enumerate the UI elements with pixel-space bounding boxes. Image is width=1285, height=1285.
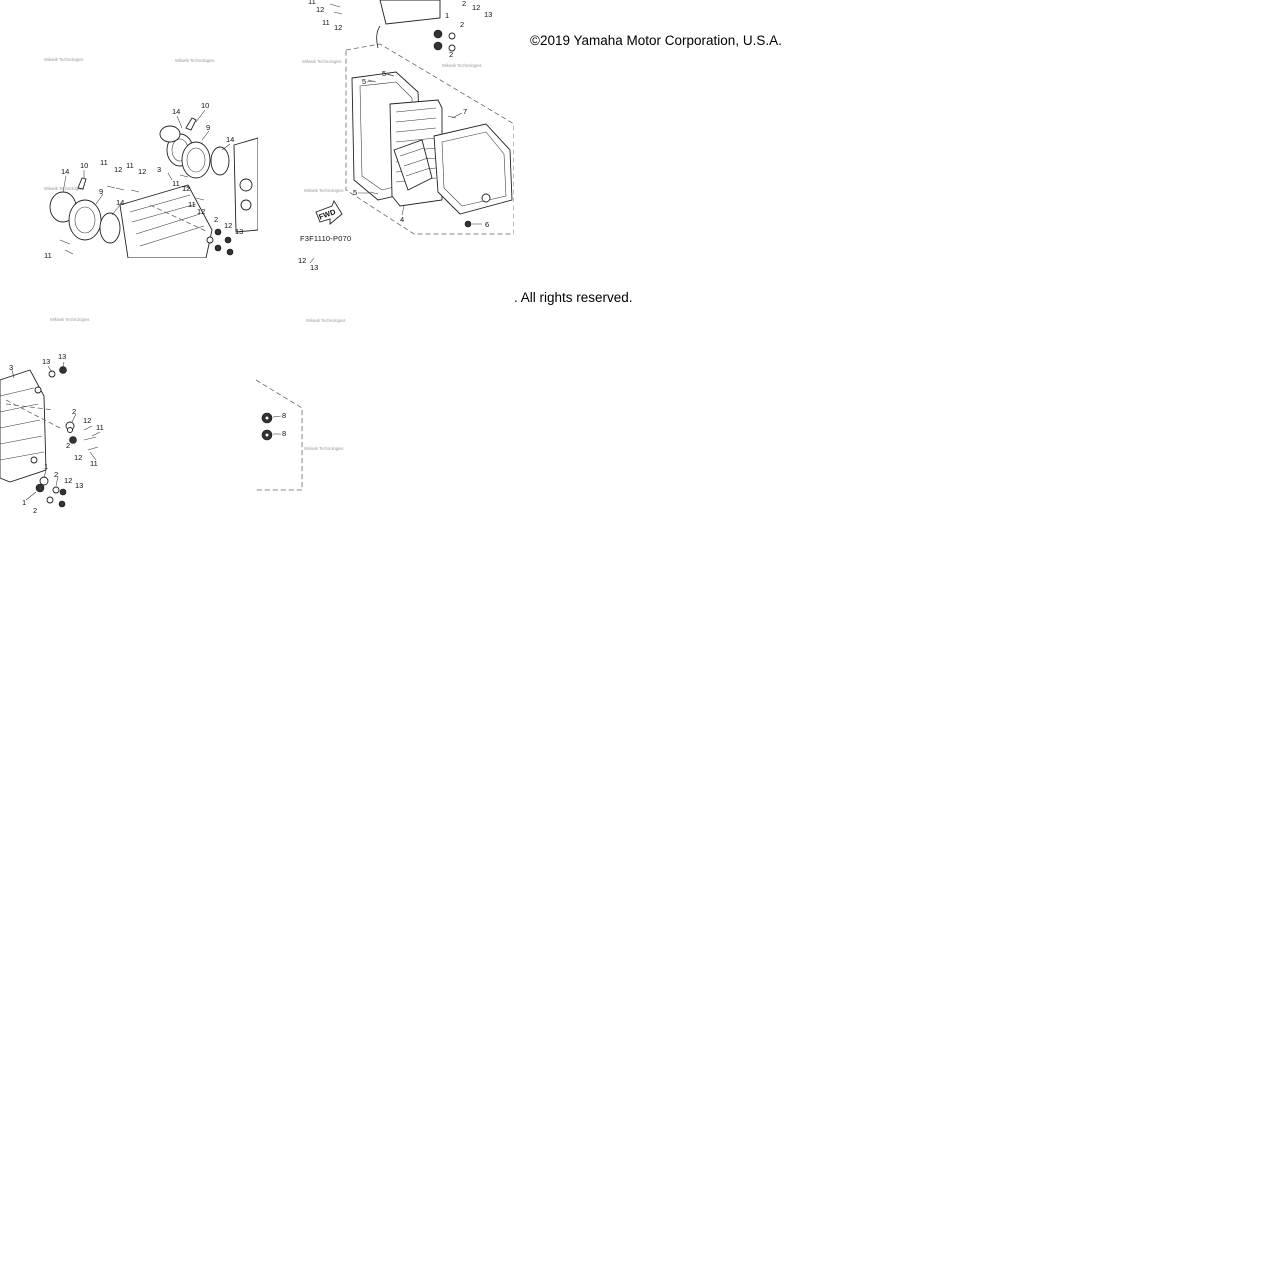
callout-12: 12 <box>472 3 480 12</box>
figure-code: F3F1110-P070 <box>300 234 351 243</box>
watermark: Wikiwik Technologies <box>302 59 342 64</box>
copyright-line-2: . All rights reserved. <box>514 290 633 305</box>
callout-13: 13 <box>484 10 492 19</box>
callout-2: 2 <box>66 441 70 450</box>
callout-12: 12 <box>114 165 122 174</box>
callout-12: 12 <box>316 5 324 14</box>
callout-2: 2 <box>33 506 37 515</box>
callout-13: 13 <box>42 357 50 366</box>
callout-9: 9 <box>206 123 210 132</box>
callout-11: 11 <box>100 158 108 167</box>
breather-fitting <box>77 177 87 190</box>
callout-11: 11 <box>172 179 180 188</box>
callout-14: 14 <box>116 198 124 207</box>
callout-13: 13 <box>75 481 83 490</box>
callout-2: 2 <box>462 0 466 8</box>
diagram-tile-air-box: Wikiwik Technologies Wikiwik Technologie… <box>290 0 514 272</box>
callout-3: 3 <box>9 363 13 372</box>
callout-11: 11 <box>96 423 104 432</box>
callout-1: 1 <box>22 498 26 507</box>
fwd-arrow-icon: FWD <box>315 200 343 225</box>
callout-12: 12 <box>182 184 190 193</box>
upper-housing-remnant <box>379 0 441 25</box>
callout-1: 1 <box>44 462 48 471</box>
callout-14: 14 <box>61 167 69 176</box>
callout-12: 12 <box>298 256 306 265</box>
callout-12: 12 <box>197 207 205 216</box>
watermark: Wikiwik Technologies <box>175 58 215 63</box>
callout-5: 5 <box>362 77 366 86</box>
assembly-outline <box>345 43 514 235</box>
watermark: Wikiwik Technologies <box>50 317 90 322</box>
callout-13: 13 <box>310 263 318 272</box>
breather-fitting <box>185 117 197 131</box>
callout-12: 12 <box>224 221 232 230</box>
callout-2: 2 <box>214 215 218 224</box>
callout-11: 11 <box>322 18 330 27</box>
watermark: Wikiwik Technologies <box>442 63 482 68</box>
hose-clamp <box>210 146 230 176</box>
intake-boot-lower <box>68 199 102 241</box>
air-box-rear-housing <box>433 123 513 215</box>
callout-2: 2 <box>460 20 464 29</box>
callout-11: 11 <box>44 251 52 258</box>
intake-funnel <box>393 139 433 191</box>
callout-11: 11 <box>308 0 316 6</box>
callout-11: 11 <box>90 459 98 468</box>
callout-14: 14 <box>172 107 180 116</box>
air-box-housing <box>119 184 213 258</box>
callout-5: 5 <box>353 188 357 197</box>
diagram-tile-housing-hardware: Wikiwik Technologies 13 13 3 2 12 11 2 1… <box>0 300 130 515</box>
callout-9: 9 <box>99 187 103 196</box>
callout-12: 12 <box>64 476 72 485</box>
callout-7: 7 <box>463 107 467 116</box>
diagram-tile-grommets: Wikiwik Technologies Wikiwik Technologie… <box>256 310 346 495</box>
callout-8: 8 <box>282 429 286 438</box>
callout-1: 1 <box>445 11 449 20</box>
callout-11: 11 <box>188 200 196 209</box>
watermark: Wikiwik Technologies <box>44 57 84 62</box>
callout-12: 12 <box>334 23 342 32</box>
assembly-outline <box>256 379 303 491</box>
callout-11: 11 <box>126 161 134 170</box>
callout-13: 13 <box>235 227 243 236</box>
callout-5: 5 <box>382 69 386 78</box>
callout-10: 10 <box>201 101 209 110</box>
callout-14: 14 <box>226 135 234 144</box>
callout-6: 6 <box>485 220 489 229</box>
callout-2: 2 <box>72 407 76 416</box>
hose-clamp <box>159 125 181 143</box>
callout-10: 10 <box>80 161 88 170</box>
callout-2: 2 <box>449 50 453 59</box>
callout-4: 4 <box>400 215 404 224</box>
callout-12: 12 <box>138 167 146 176</box>
callout-13: 13 <box>58 352 66 361</box>
hose-clamp <box>99 212 121 244</box>
watermark: Wikiwik Technologies <box>306 318 346 323</box>
copyright-line-1: ©2019 Yamaha Motor Corporation, U.S.A. <box>530 33 782 48</box>
watermark: Wikiwik Technologies <box>304 446 344 451</box>
intake-boot-upper <box>181 141 211 179</box>
callout-12: 12 <box>74 453 82 462</box>
callout-8: 8 <box>282 411 286 420</box>
callout-2: 2 <box>54 470 58 479</box>
drain-plug <box>464 220 472 228</box>
diagram-tile-intake-ducts: Wikiwik Technologies Wikiwik Technologie… <box>0 0 258 258</box>
callout-12: 12 <box>83 416 91 425</box>
watermark: Wikiwik Technologies <box>304 188 344 193</box>
callout-3: 3 <box>157 165 161 174</box>
